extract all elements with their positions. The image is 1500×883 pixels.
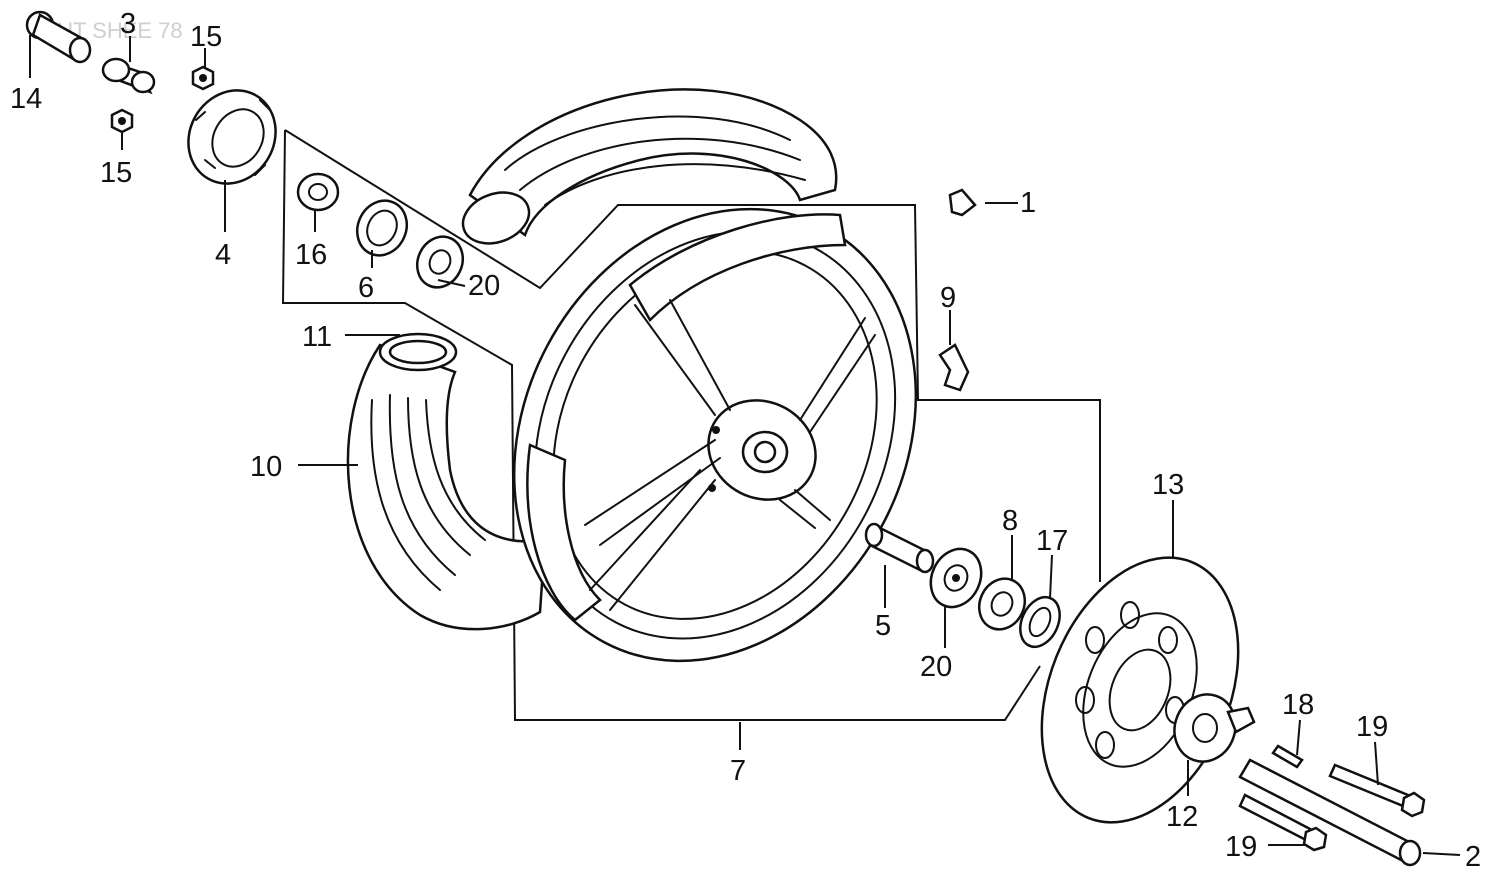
part-14-bolt xyxy=(25,10,92,64)
part-19-bolt-b xyxy=(1238,793,1328,852)
label-part-5: 5 xyxy=(875,610,891,642)
part-15-nut-b xyxy=(110,108,134,134)
label-part-10: 10 xyxy=(250,451,282,483)
part-4-cover xyxy=(187,89,277,185)
label-part-19-a: 19 xyxy=(1356,711,1388,743)
part-15-nut-a xyxy=(191,65,215,91)
label-part-11: 11 xyxy=(302,321,332,353)
tire xyxy=(461,88,838,245)
assembly-bracket-upper xyxy=(281,129,1101,721)
label-part-4: 4 xyxy=(215,239,231,271)
part-2-axle xyxy=(1238,758,1422,867)
label-part-7: 7 xyxy=(730,755,746,787)
part-17-seal xyxy=(1019,595,1061,649)
part-labels: 1 2 3 4 5 6 7 8 9 10 11 12 13 14 15 15 1… xyxy=(10,8,1481,873)
label-part-3: 3 xyxy=(120,8,136,40)
label-part-20-a: 20 xyxy=(468,270,500,302)
label-part-15-a: 15 xyxy=(190,21,222,53)
part-20-bearing-b xyxy=(929,547,983,609)
label-part-20-b: 20 xyxy=(920,651,952,683)
label-part-12: 12 xyxy=(1166,801,1198,833)
label-part-2: 2 xyxy=(1465,841,1481,873)
part-10-tube xyxy=(346,332,547,631)
part-12-gearbox xyxy=(1173,693,1256,763)
part-6-seal xyxy=(355,199,409,257)
part-7-wheel xyxy=(512,207,918,663)
label-part-6: 6 xyxy=(358,272,374,304)
part-5-spacer xyxy=(864,522,935,574)
label-part-14: 14 xyxy=(10,83,42,115)
label-part-16: 16 xyxy=(295,239,327,271)
part-13-brake-disc xyxy=(1040,556,1240,824)
part-9-clip xyxy=(938,343,970,392)
part-20-bearing-a xyxy=(415,235,465,289)
label-part-15-b: 15 xyxy=(100,157,132,189)
part-3-collar xyxy=(101,57,156,95)
label-part-17: 17 xyxy=(1036,525,1068,557)
label-part-9: 9 xyxy=(940,282,956,314)
label-part-19-b: 19 xyxy=(1225,831,1257,863)
part-1-valve xyxy=(948,188,977,217)
part-18-screw xyxy=(1271,744,1304,769)
label-part-18: 18 xyxy=(1282,689,1314,721)
leader-lines xyxy=(29,35,1461,856)
label-part-13: 13 xyxy=(1152,469,1184,501)
label-part-1: 1 xyxy=(1020,187,1036,219)
part-16-hub-piece xyxy=(296,172,340,212)
label-part-8: 8 xyxy=(1002,505,1018,537)
part-8-retainer xyxy=(977,577,1027,631)
part-19-bolt-a xyxy=(1328,763,1426,818)
